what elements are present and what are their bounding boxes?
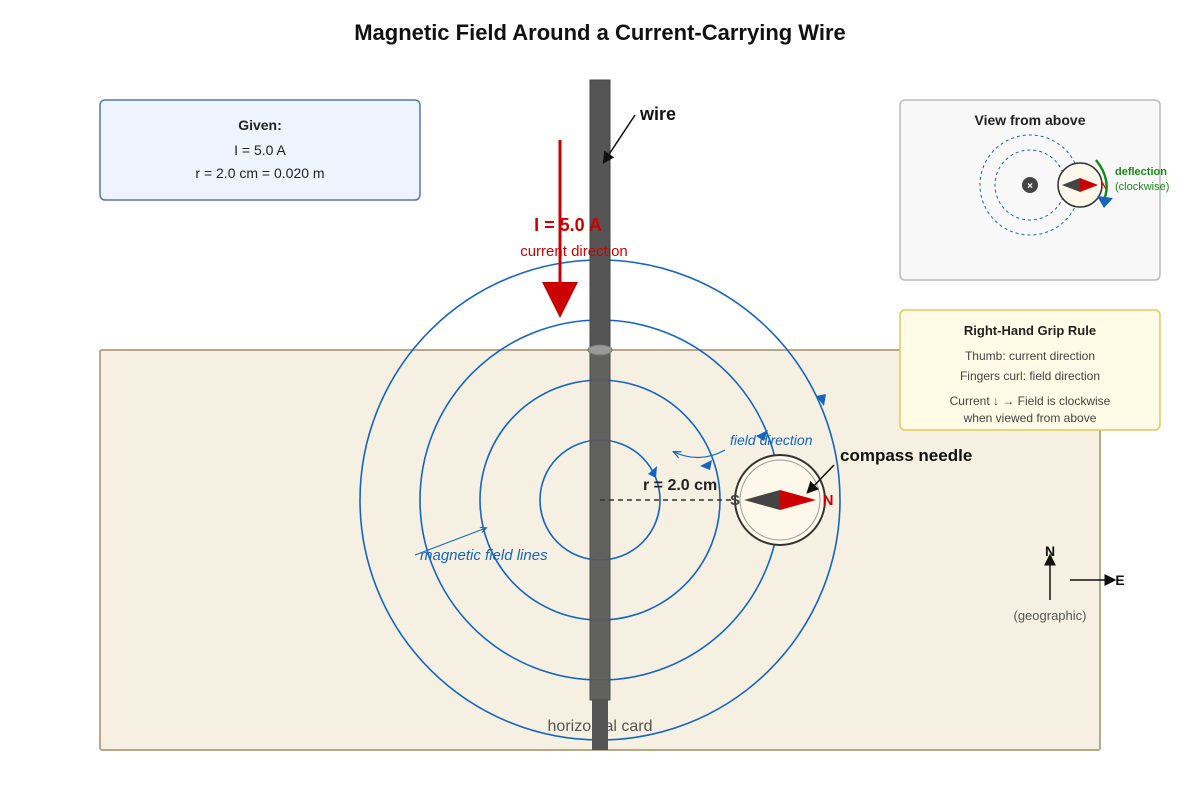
compass-ring <box>739 459 821 541</box>
top-view-wire-symbol: × <box>1027 181 1033 192</box>
compass-south-label: S <box>730 492 740 509</box>
geo-north-label: N <box>1045 543 1055 559</box>
wire-bottom <box>592 700 608 750</box>
given-box-frame <box>99 99 421 201</box>
current-arrow-head <box>542 282 578 318</box>
top-view-wire <box>1022 177 1038 193</box>
top-view-deflection-label: deflection <box>1115 166 1167 178</box>
top-view-deflection-arc <box>1095 159 1108 201</box>
top-view-deflection-arrowhead <box>1097 196 1113 208</box>
field-arrowhead <box>816 394 826 406</box>
geo-caption: (geographic) <box>1014 608 1087 623</box>
field-lines-label: magnetic field lines <box>420 547 548 564</box>
compass-north-label: N <box>823 492 834 509</box>
wire-lower <box>589 349 611 701</box>
rule-line-3: Current ↓ → Field is clockwise <box>950 394 1111 408</box>
wire-label: wire <box>639 104 676 124</box>
compass-pointer <box>806 464 835 494</box>
top-view-needle-north-label: N <box>1100 181 1107 192</box>
field-arrowheads <box>648 394 826 478</box>
field-lines-pointer <box>414 528 486 556</box>
field-direction-label: field direction <box>730 432 813 448</box>
field-arrowhead <box>700 460 712 470</box>
rule-box-frame <box>899 309 1161 431</box>
current-label: I = 5.0 A <box>534 215 602 235</box>
rule-line-1: Thumb: current direction <box>965 349 1095 363</box>
given-radius: r = 2.0 cm = 0.020 m <box>195 165 324 181</box>
geo-east-label: E <box>1115 572 1124 588</box>
field-arrowhead <box>648 466 657 478</box>
wire-pointer <box>602 114 636 165</box>
given-heading: Given: <box>238 117 282 133</box>
given-box: Given: I = 5.0 A r = 2.0 cm = 0.020 m <box>99 99 421 201</box>
top-view-box: View from above × N deflection (clockwis… <box>899 99 1169 281</box>
radius-label: r = 2.0 cm <box>643 477 717 494</box>
compass-needle-north <box>780 490 816 510</box>
rule-line-4: when viewed from above <box>963 411 1097 425</box>
diagram-title: Magnetic Field Around a Current-Carrying… <box>354 20 846 45</box>
field-arrowhead <box>756 430 768 441</box>
rule-box: Right-Hand Grip Rule Thumb: current dire… <box>899 309 1161 431</box>
compass: S N <box>730 454 834 546</box>
rule-line-2: Fingers curl: field direction <box>960 369 1100 383</box>
current-caption: current direction <box>520 243 628 260</box>
top-view-needle-south <box>1062 178 1080 192</box>
given-current: I = 5.0 A <box>234 142 286 158</box>
top-view-deflection-sub: (clockwise) <box>1115 181 1169 193</box>
field-direction-pointer <box>674 449 726 458</box>
rule-title: Right-Hand Grip Rule <box>964 323 1096 338</box>
compass-label: compass needle <box>840 446 972 465</box>
top-view-needle-north <box>1080 178 1098 192</box>
geographic-axes: N E (geographic) <box>1014 543 1125 623</box>
wire-hole <box>587 344 613 356</box>
top-view-title: View from above <box>974 112 1085 128</box>
compass-needle-south <box>744 490 780 510</box>
